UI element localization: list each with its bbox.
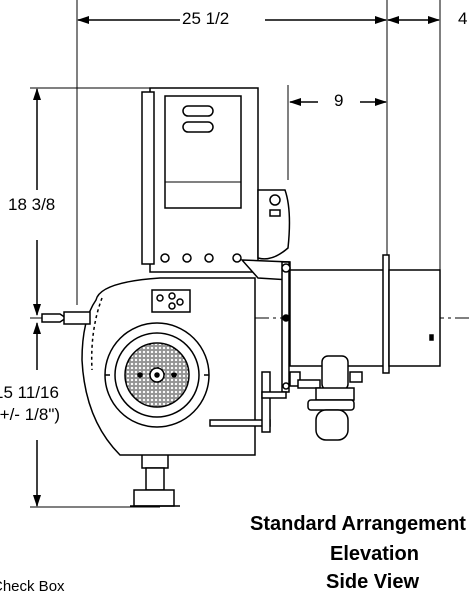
transformer: [257, 189, 291, 260]
dim-lower-height: 15 11/16 (+/- 1/8"): [0, 382, 61, 426]
dim-lower-height-tolerance: (+/- 1/8"): [0, 405, 61, 424]
check-box-note: Check Box: [0, 578, 65, 595]
extension-lines: [30, 0, 441, 508]
tube-extension: [388, 269, 441, 367]
scanner-fitting: [41, 313, 68, 323]
title-line-1: Standard Arrangement: [250, 513, 466, 535]
title-line-3: Side View: [326, 571, 420, 593]
dimension-arrows: [33, 16, 440, 507]
dim-blast-tube: 9: [334, 91, 344, 110]
dim-lower-height-value: 15 11/16: [0, 383, 59, 402]
blast-tube: [289, 269, 389, 367]
dim-flange-width: 4: [458, 9, 468, 28]
burner-assembly: [41, 87, 441, 507]
dim-overall-length: 25 1/2: [182, 9, 230, 28]
title-line-2: Elevation: [330, 543, 419, 565]
dim-upper-height: 18 3/8: [8, 195, 56, 214]
